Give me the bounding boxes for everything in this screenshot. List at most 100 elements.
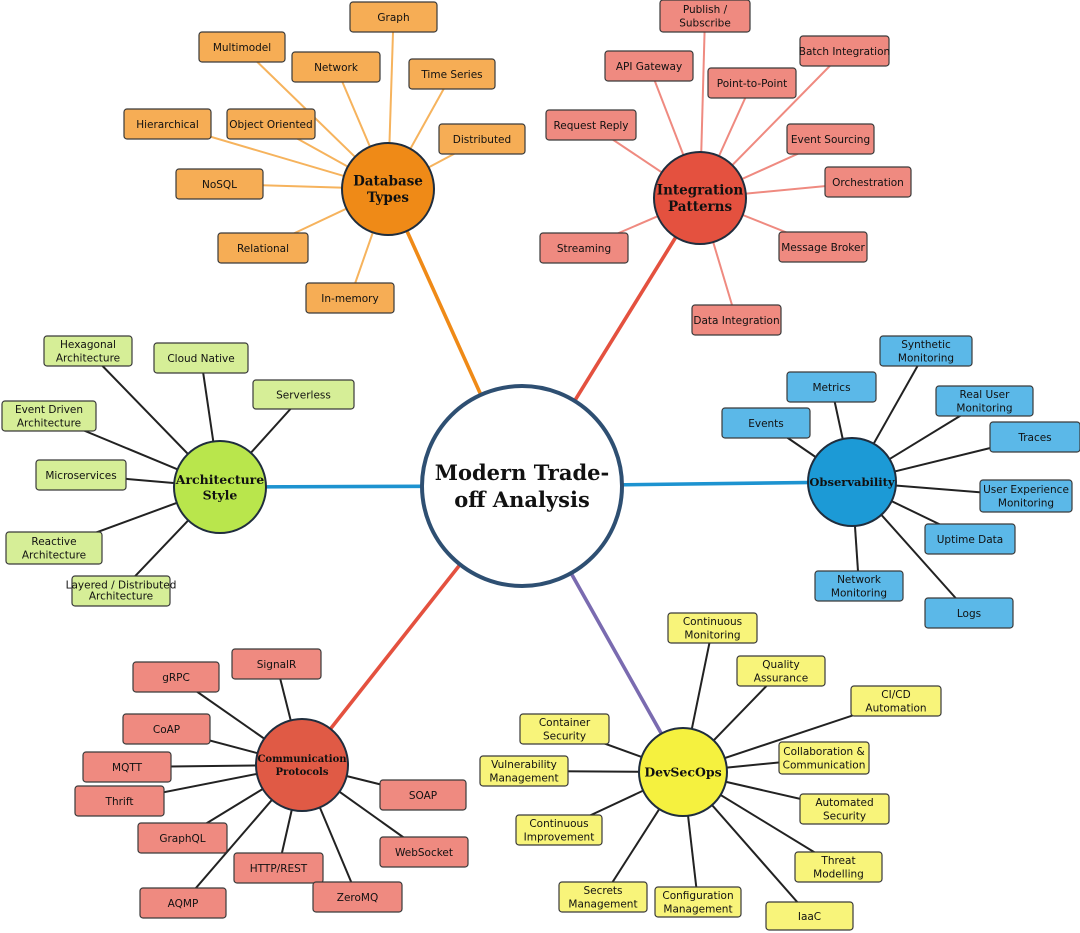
center-node[interactable]: Modern Trade-off Analysis: [420, 384, 624, 588]
topic-node-collaboration-communication[interactable]: Collaboration &Communication: [778, 741, 870, 775]
hub-circle: [255, 718, 349, 812]
topic-node-coap[interactable]: CoAP: [122, 713, 211, 745]
topic-node-iaac[interactable]: IaaC: [765, 901, 854, 931]
topic-node-cloud-native[interactable]: Cloud Native: [153, 342, 249, 374]
topic-label: Event Sourcing: [791, 134, 870, 146]
topic-label: Publish /: [683, 4, 728, 16]
topic-node-event-sourcing[interactable]: Event Sourcing: [786, 123, 875, 155]
topic-node-distributed[interactable]: Distributed: [438, 123, 526, 155]
topic-node-events[interactable]: Events: [721, 407, 811, 439]
topic-box: [786, 371, 877, 403]
topic-node-logs[interactable]: Logs: [924, 597, 1014, 629]
hub-label: Types: [367, 190, 409, 206]
topic-label: Architecture: [89, 590, 153, 602]
hub-circle: [638, 727, 728, 817]
topic-node-hierarchical[interactable]: Hierarchical: [123, 108, 212, 140]
topic-node-object-oriented[interactable]: Object Oriented: [226, 108, 316, 140]
topic-node-graphql[interactable]: GraphQL: [137, 822, 228, 854]
topic-node-request-reply[interactable]: Request Reply: [545, 109, 637, 141]
topic-node-thrift[interactable]: Thrift: [74, 785, 165, 817]
hub-devsecops[interactable]: DevSecOps: [638, 727, 728, 817]
topic-node-in-memory[interactable]: In-memory: [305, 282, 395, 314]
topic-label: Synthetic: [901, 339, 951, 351]
topic-box: [558, 881, 648, 913]
topic-node-uptime-data[interactable]: Uptime Data: [924, 523, 1016, 555]
topic-label: Container: [539, 717, 591, 729]
hub-label: Communication: [257, 754, 347, 765]
topic-node-data-integration[interactable]: Data Integration: [691, 304, 782, 336]
topic-node-mqtt[interactable]: MQTT: [82, 751, 172, 783]
center-title: off Analysis: [454, 487, 590, 512]
hub-label: Integration: [657, 183, 744, 199]
topic-node-streaming[interactable]: Streaming: [539, 232, 629, 264]
hub-circle: [341, 142, 435, 236]
topic-node-soap[interactable]: SOAP: [379, 779, 467, 811]
topic-label: In-memory: [321, 293, 378, 305]
topic-label: Hexagonal: [60, 339, 116, 351]
topic-box: [824, 166, 912, 198]
topic-label: Reactive: [31, 536, 76, 548]
topic-node-nosql[interactable]: NoSQL: [175, 168, 264, 200]
topic-node-orchestration[interactable]: Orchestration: [824, 166, 912, 198]
topic-label: Automated: [815, 797, 873, 809]
topic-node-grpc[interactable]: gRPC: [132, 661, 220, 693]
topic-node-network[interactable]: Network: [291, 51, 381, 83]
topic-box: [778, 741, 870, 775]
topic-label: IaaC: [798, 911, 821, 923]
hub-circle: [807, 437, 897, 527]
topic-node-point-to-point[interactable]: Point-to-Point: [707, 67, 797, 99]
topic-node-time-series[interactable]: Time Series: [408, 58, 496, 90]
topic-label: HTTP/REST: [250, 863, 308, 875]
topic-label: MQTT: [112, 762, 143, 774]
topic-node-api-gateway[interactable]: API Gateway: [604, 50, 694, 82]
topic-node-traces[interactable]: Traces: [989, 421, 1080, 453]
topic-node-message-broker[interactable]: Message Broker: [778, 231, 868, 263]
topic-label: Message Broker: [781, 242, 865, 254]
topic-node-signalr[interactable]: SignalR: [231, 648, 322, 680]
topic-box: [850, 685, 942, 717]
topic-node-graph[interactable]: Graph: [349, 1, 438, 33]
topic-box: [979, 479, 1073, 513]
topic-node-publish-subscribe[interactable]: Publish /Subscribe: [659, 0, 751, 33]
topic-label: Layered / Distributed: [66, 580, 177, 592]
topic-node-microservices[interactable]: Microservices: [35, 459, 127, 491]
topic-node-aqmp[interactable]: AQMP: [139, 887, 227, 919]
topic-node-http-rest[interactable]: HTTP/REST: [233, 852, 324, 884]
topic-box: [137, 822, 228, 854]
topic-node-batch-integration[interactable]: Batch Integration: [799, 35, 890, 67]
topic-node-serverless[interactable]: Serverless: [252, 379, 355, 410]
topic-box: [707, 67, 797, 99]
topic-node-websocket[interactable]: WebSocket: [379, 836, 469, 868]
topic-box: [82, 751, 172, 783]
hub-observability[interactable]: Observability: [807, 437, 897, 527]
topic-node-multimodel[interactable]: Multimodel: [198, 31, 286, 63]
topic-node-metrics[interactable]: Metrics: [786, 371, 877, 403]
topic-node-zeromq[interactable]: ZeroMQ: [312, 881, 403, 913]
topic-node-relational[interactable]: Relational: [217, 232, 309, 264]
topic-box: [132, 661, 220, 693]
topic-box: [175, 168, 264, 200]
topic-box: [349, 1, 438, 33]
